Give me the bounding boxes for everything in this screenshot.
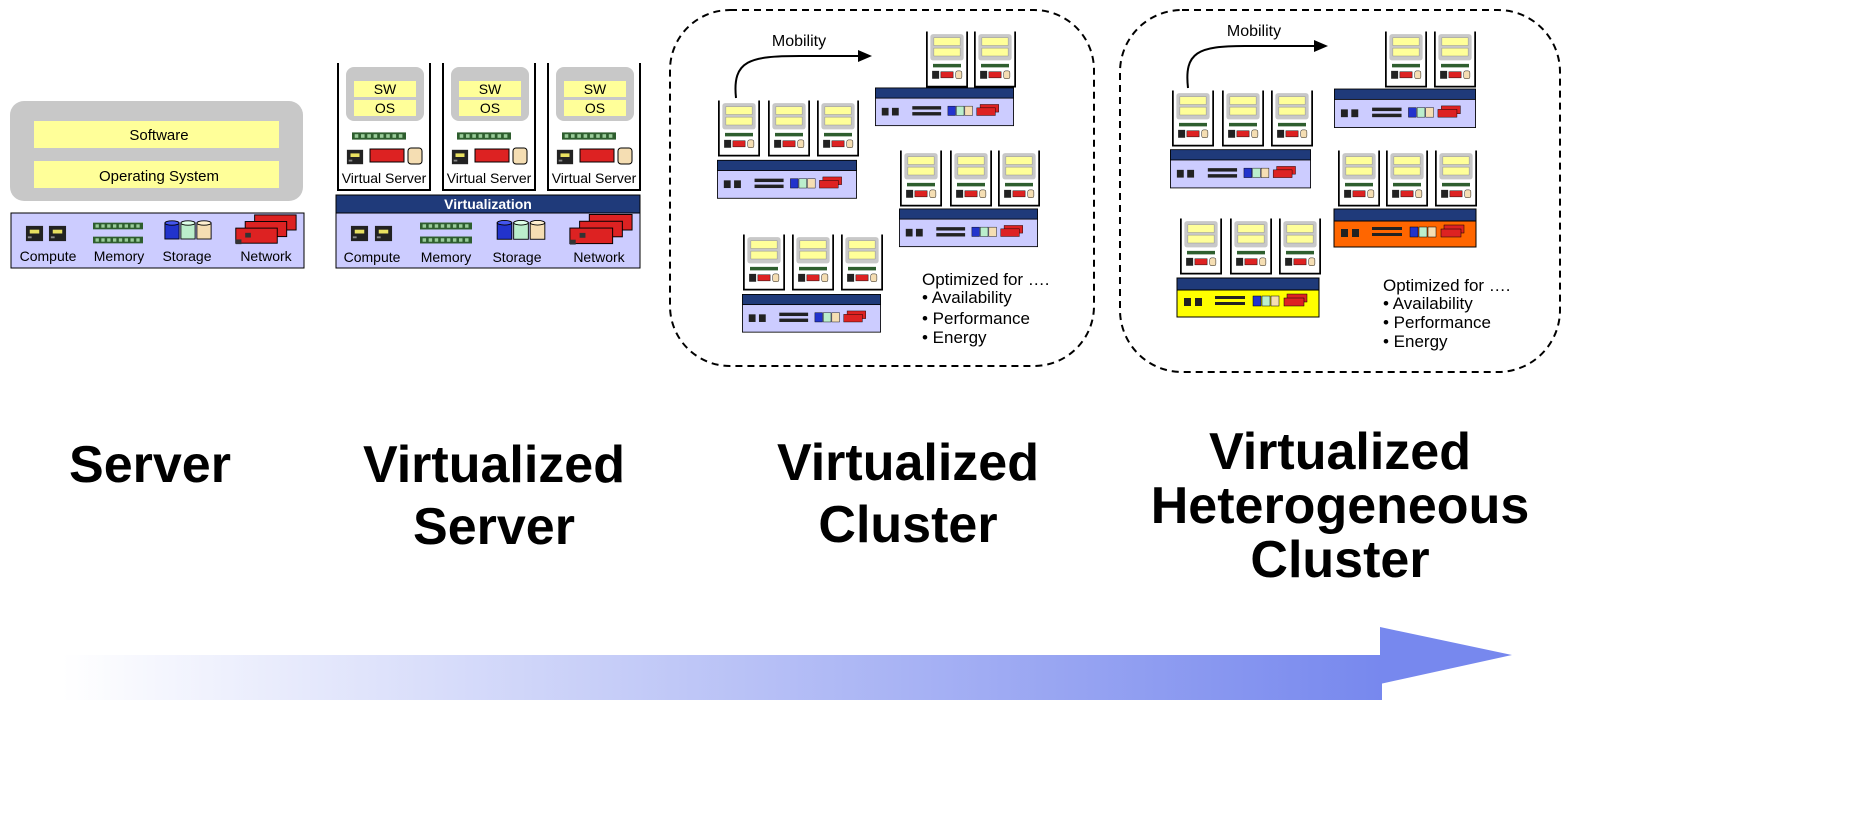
hetero-optimized-item: • Energy — [1383, 332, 1448, 351]
host-server-icon — [1170, 90, 1313, 189]
virtualized-cluster-diagram: Mobility Optimized for …. — [669, 9, 1095, 367]
hw-label-memory: Memory — [94, 248, 145, 264]
compute-chip-icon — [48, 225, 67, 242]
progress-arrow-icon — [62, 627, 1512, 700]
host-server-icon — [742, 234, 883, 333]
vm-server-icon — [337, 63, 431, 191]
compute-chip-icon — [374, 225, 393, 242]
hw-label-compute: Compute — [20, 248, 77, 264]
hetero-optimized-item: • Performance — [1383, 313, 1491, 332]
host-server-icon — [717, 100, 859, 199]
vm2-label: Virtual Server — [447, 170, 532, 186]
title-line: Server — [69, 436, 231, 494]
title-line: Cluster — [1250, 531, 1430, 589]
vm1-sw-label: SW — [374, 81, 397, 97]
hetero-mobility-label: Mobility — [1227, 23, 1281, 40]
title-line: Cluster — [818, 496, 998, 554]
mobility-arrowhead — [1314, 40, 1328, 52]
host-server-icon — [1333, 150, 1477, 248]
memory-dimm-icon — [420, 236, 472, 244]
host-server-icon — [899, 150, 1040, 248]
hw-label-memory: Memory — [421, 249, 472, 265]
vm-server-icon — [547, 63, 641, 191]
hetero-optimized-item: • Availability — [1383, 294, 1473, 313]
vm3-label: Virtual Server — [552, 170, 637, 186]
host-server-icon — [875, 31, 1016, 127]
os-box — [34, 161, 279, 188]
hetero-optimized-title: Optimized for …. — [1383, 276, 1511, 295]
title-line: Heterogeneous — [1150, 477, 1530, 535]
vm3-os-label: OS — [585, 100, 605, 116]
cluster-boundary — [669, 9, 1095, 367]
title-virtualized-server: Virtualized Server — [344, 434, 644, 558]
host-server-icon — [1176, 218, 1321, 318]
software-box — [34, 121, 279, 148]
cluster-optimized-item: • Availability — [922, 288, 1012, 307]
compute-chip-icon — [350, 225, 369, 242]
storage-cylinder-icon — [496, 220, 546, 240]
compute-chip-icon — [25, 225, 44, 242]
vm-server-icon — [442, 63, 536, 191]
vm1-os-label: OS — [375, 100, 395, 116]
heterogeneous-cluster-diagram: Mobility — [1119, 9, 1561, 373]
hw-label-storage: Storage — [492, 249, 541, 265]
hw-label-compute: Compute — [344, 249, 401, 265]
title-virtualized-cluster: Virtualized Cluster — [758, 432, 1058, 556]
title-line: Virtualized — [362, 436, 625, 494]
title-virtualized-heterogeneous-cluster: Virtualized Heterogeneous Cluster — [1140, 425, 1540, 587]
cluster-optimized-title: Optimized for …. — [922, 270, 1050, 289]
hw-label-network: Network — [240, 248, 292, 264]
memory-dimm-icon — [93, 236, 143, 244]
virtualized-server-diagram: SW OS Virtual Server SW OS Virtual Serve… — [335, 63, 641, 269]
cluster-optimized-item: • Performance — [922, 309, 1030, 328]
host-server-icon — [1334, 31, 1476, 128]
software-label: Software — [129, 127, 188, 144]
vm3-sw-label: SW — [584, 81, 607, 97]
title-line: Server — [413, 498, 575, 556]
cluster-mobility-label: Mobility — [772, 33, 826, 50]
server-diagram: Software Operating System Compute Memory… — [10, 101, 305, 269]
mobility-arrow-icon — [734, 55, 862, 99]
memory-dimm-icon — [420, 222, 472, 230]
cluster-optimized-item: • Energy — [922, 328, 987, 347]
os-label: Operating System — [99, 168, 219, 185]
vm1-label: Virtual Server — [342, 170, 427, 186]
title-server: Server — [50, 434, 250, 496]
virtualization-label: Virtualization — [444, 196, 532, 212]
storage-cylinder-icon — [164, 220, 212, 240]
mobility-arrow-icon — [1186, 45, 1318, 89]
hw-label-network: Network — [573, 249, 625, 265]
mobility-arrowhead — [858, 50, 872, 62]
hw-label-storage: Storage — [162, 248, 211, 264]
vm2-sw-label: SW — [479, 81, 502, 97]
title-line: Virtualized — [1208, 423, 1471, 481]
hetero-cluster-boundary — [1119, 9, 1561, 373]
vm2-os-label: OS — [480, 100, 500, 116]
title-line: Virtualized — [776, 434, 1039, 492]
memory-dimm-icon — [93, 222, 143, 230]
